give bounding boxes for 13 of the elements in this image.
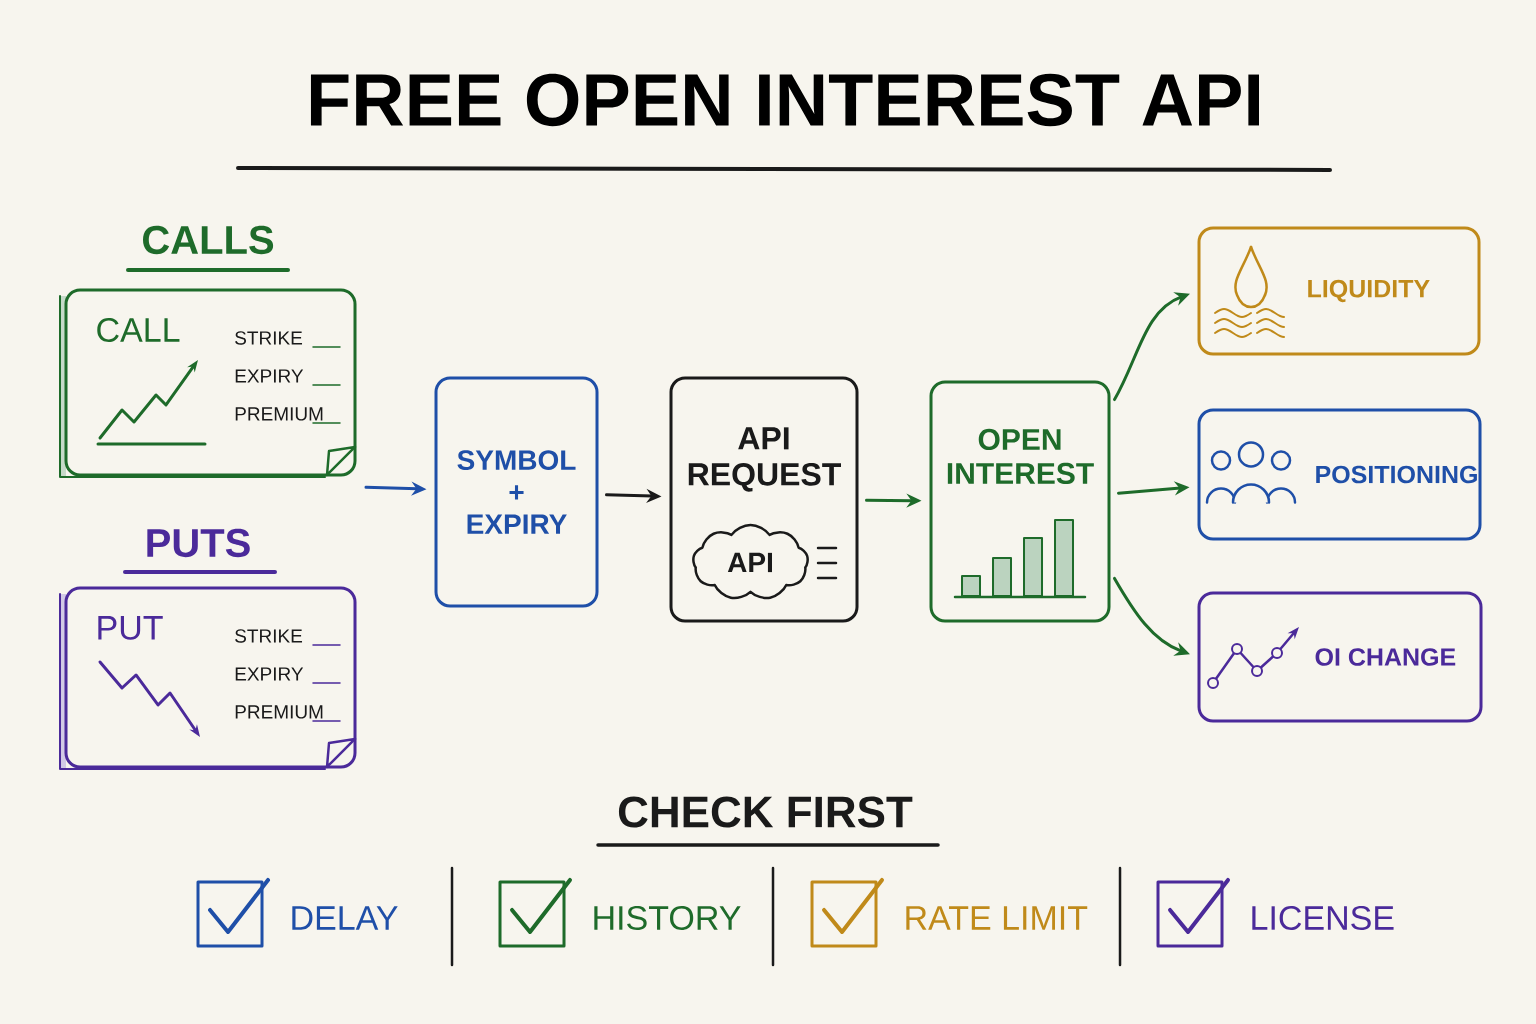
card-heading: CALLS [143, 225, 274, 255]
check-label: DELAY [292, 906, 398, 930]
heading: CHECK FIRST [618, 796, 913, 828]
card-heading: PUTS [147, 528, 250, 558]
process-box: SYMBOL + EXPIRY [434, 376, 599, 608]
check-label: RATE LIMIT [906, 906, 1088, 930]
result-box: LIQUIDITY [1197, 226, 1481, 356]
process-box: OPEN INTEREST [929, 380, 1111, 623]
title: FREE OPEN INTEREST API [310, 73, 1259, 127]
check-label: HISTORY [594, 905, 741, 930]
check-label: LICENSE [1252, 905, 1394, 930]
result-box: OI CHANGE [1197, 591, 1483, 723]
result-box: POSITIONING [1197, 408, 1482, 541]
